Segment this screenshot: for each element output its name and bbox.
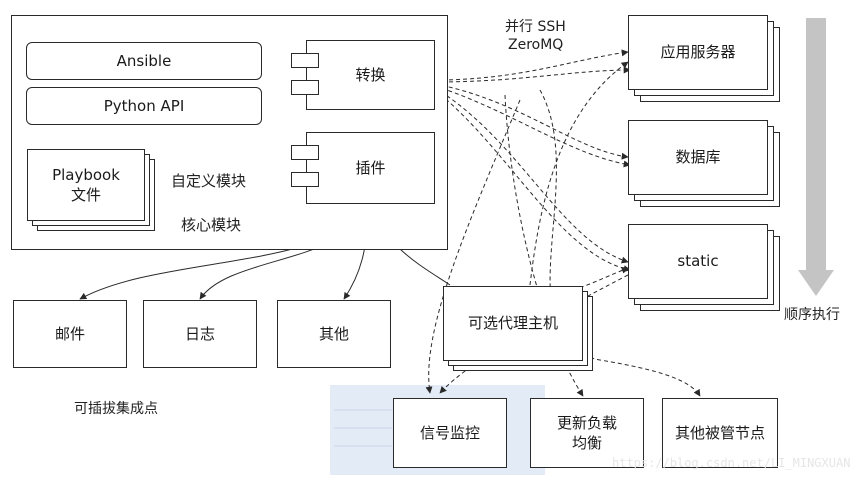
watermark: https://blog.csdn.net/LI_MINGXUAN xyxy=(612,456,851,470)
playbook-label-1: Playbook xyxy=(52,165,120,184)
plugin-port-icon xyxy=(291,145,319,160)
mail-box: 邮件 xyxy=(13,300,127,368)
plugin-port-icon xyxy=(291,172,319,187)
python-api-label: Python API xyxy=(103,96,185,115)
proxy-box: 可选代理主机 xyxy=(443,286,583,361)
sequential-label: 顺序执行 xyxy=(784,307,840,323)
python-api-box: Python API xyxy=(26,87,262,125)
pluggable-caption: 可插拔集成点 xyxy=(74,401,158,417)
other-box: 其他 xyxy=(277,300,391,368)
transport-ssh-label: 并行 SSH xyxy=(505,19,566,35)
load-balance-label-1: 更新负载 xyxy=(556,413,617,432)
dashed-transform-app2 xyxy=(434,66,631,83)
dashed-transform-db2 xyxy=(434,85,631,168)
playbook-box: Playbook 文件 xyxy=(27,149,145,221)
transform-port-icon xyxy=(291,53,319,68)
plugin-label: 插件 xyxy=(355,158,386,177)
dashed-transform-static2 xyxy=(434,89,631,273)
load-balance-box: 更新负载 均衡 xyxy=(530,398,644,468)
plugin-box: 插件 xyxy=(306,132,435,204)
load-balance-label-2: 均衡 xyxy=(571,434,602,452)
dashed-transform-db1 xyxy=(434,83,629,160)
ansible-box: Ansible xyxy=(26,42,262,80)
dashed-transform-app1 xyxy=(434,49,629,81)
dashed-transform-static1 xyxy=(434,87,629,264)
other-label: 其他 xyxy=(318,324,349,343)
custom-module-label: 自定义模块 xyxy=(171,172,247,190)
log-label: 日志 xyxy=(184,324,215,343)
playbook-label-2: 文件 xyxy=(70,186,101,204)
signal-monitor-label: 信号监控 xyxy=(419,423,480,442)
transport-zeromq-label: ZeroMQ xyxy=(508,37,564,53)
database-label: 数据库 xyxy=(675,148,721,167)
app-server-label: 应用服务器 xyxy=(660,43,736,62)
log-box: 日志 xyxy=(143,300,257,368)
signal-monitor-box: 信号监控 xyxy=(393,398,507,468)
mail-label: 邮件 xyxy=(54,324,85,343)
dashed-static-signal xyxy=(439,274,629,394)
other-nodes-box: 其他被管节点 xyxy=(662,398,778,468)
static-label: static xyxy=(677,252,719,271)
transform-port-icon xyxy=(291,80,319,95)
proxy-label: 可选代理主机 xyxy=(467,314,558,333)
ansible-label: Ansible xyxy=(116,51,172,70)
core-module-label: 核心模块 xyxy=(181,216,242,234)
dashed-proxy-app xyxy=(529,61,629,286)
other-nodes-label: 其他被管节点 xyxy=(674,423,765,442)
dashed-to-signal xyxy=(425,99,521,394)
database-box: 数据库 xyxy=(628,120,768,195)
sequential-arrow xyxy=(798,18,834,296)
transform-label: 转换 xyxy=(355,65,386,84)
transform-box: 转换 xyxy=(306,40,435,110)
app-server-box: 应用服务器 xyxy=(628,15,768,90)
static-box: static xyxy=(628,224,768,299)
